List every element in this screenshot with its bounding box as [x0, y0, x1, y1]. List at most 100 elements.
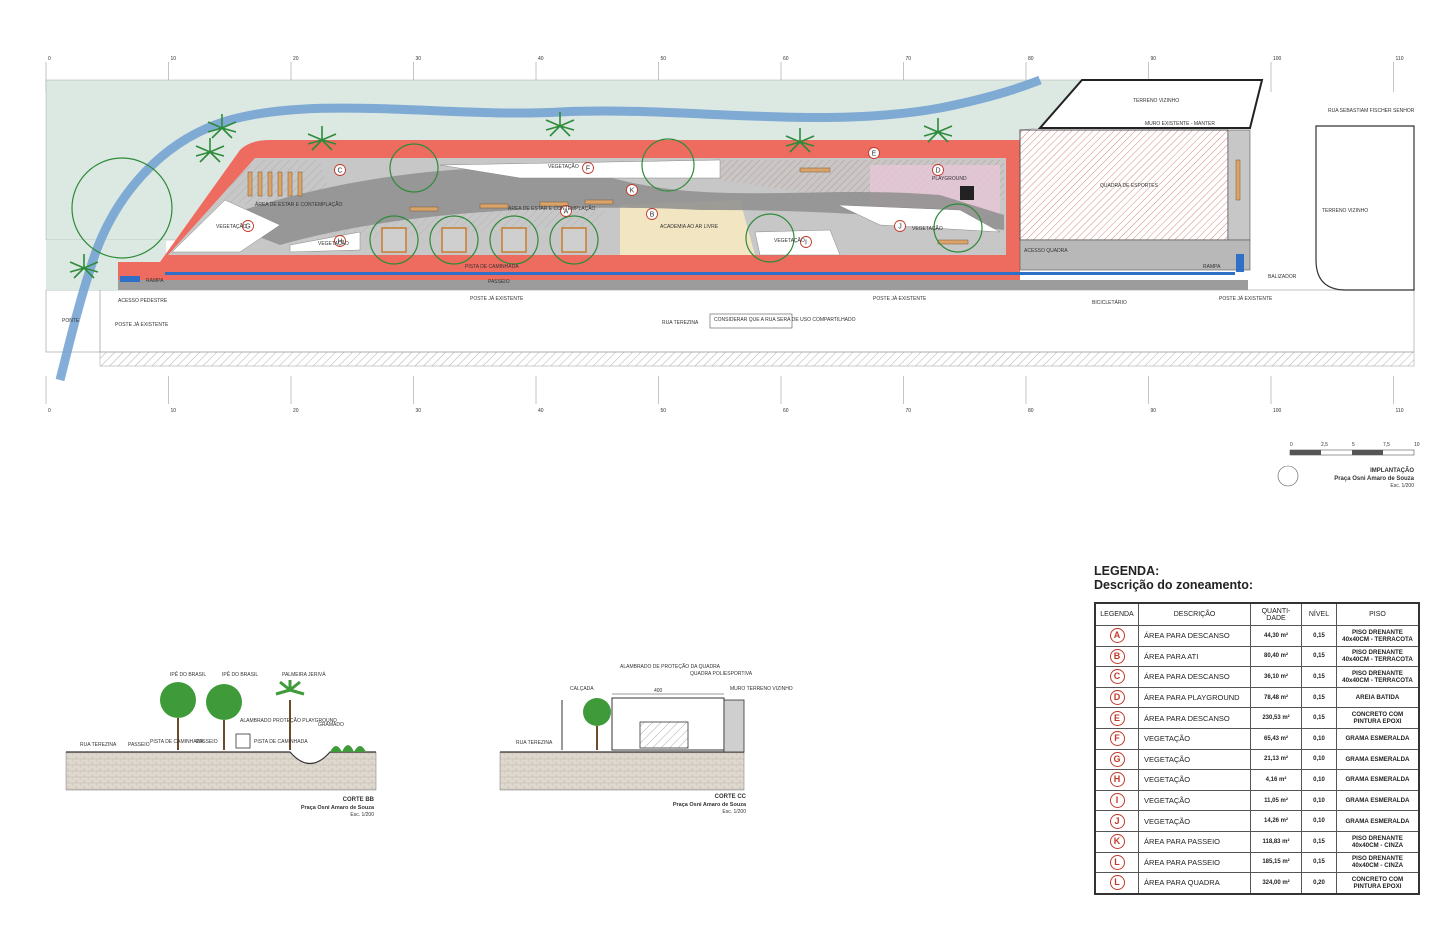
label-vegetacao-g: VEGETAÇÃO	[216, 223, 247, 230]
zone-description: ÁREA PARA DESCANSO	[1138, 707, 1251, 729]
label-rampa-1: RAMPA	[146, 278, 164, 284]
plan-labels: TERRENO VIZINHO TERRENO VIZINHO RUA SEBA…	[62, 98, 1415, 328]
zone-quantity: 78,48 m²	[1250, 686, 1302, 709]
benches	[247, 159, 1241, 245]
zone-quantity: 14,26 m²	[1250, 810, 1302, 832]
grid-label: 30	[416, 408, 422, 414]
zone-floor: PISO DRENANTE 40x40CM - CINZA	[1336, 851, 1420, 874]
bb-pista-2: PISTA DE CAMINHADA	[254, 739, 308, 745]
zone-marker-label: J	[898, 224, 902, 231]
label-passeio: PASSEIO	[488, 279, 510, 285]
implantacao-esc: Esc. 1/200	[1390, 483, 1414, 489]
implantacao-subtitle: Praça Osni Amaro de Souza	[1334, 476, 1414, 482]
zone-quantity: 185,15 m²	[1250, 851, 1302, 874]
zone-description: VEGETAÇÃO	[1138, 789, 1251, 812]
zone-level: 0,15	[1301, 625, 1337, 647]
section-cc: 400 ALAMBRADO DE PROTEÇÃO DA QUADRA QUAD…	[499, 663, 793, 815]
header-piso: PISO	[1336, 602, 1420, 626]
zone-floor: GRAMA ESMERALDA	[1336, 789, 1420, 812]
zone-code-cell: I	[1094, 789, 1139, 812]
label-balizador: BALIZADOR	[1268, 274, 1297, 280]
cc-quadra: QUADRA POLIESPORTIVA	[690, 671, 753, 677]
bb-passeio-2: PASSEIO	[196, 739, 218, 745]
label-muro: MURO EXISTENTE - MANTER	[1145, 121, 1215, 127]
zone-description: ÁREA PARA PASSEIO	[1138, 851, 1251, 874]
zone-marker-circle	[582, 162, 594, 174]
scale-tick-label: 5	[1352, 442, 1355, 448]
zone-floor: CONCRETO COM PINTURA EPOXI	[1336, 707, 1420, 729]
label-vegetacao-j: VEGETAÇÃO	[912, 225, 943, 232]
blue-strip	[165, 272, 1235, 275]
zone-code-cell: E	[1094, 707, 1139, 729]
zone-floor: AREIA BATIDA	[1336, 686, 1420, 709]
palm-trees	[69, 112, 953, 279]
bb-palmeira: PALMEIRA JERIVÁ	[282, 671, 326, 678]
zone-code-badge: J	[1109, 813, 1125, 829]
bb-pista: PISTA DE CAMINHADA	[150, 739, 204, 745]
zone-code-badge: L	[1109, 875, 1125, 891]
bb-gramado: GRAMADO	[318, 722, 344, 728]
zone-f-vegetation	[439, 159, 721, 179]
zone-marker-circle	[242, 220, 254, 232]
zone-floor: PISO DRENANTE 40x40CM - TERRACOTA	[1336, 666, 1420, 688]
grid-label: 50	[661, 56, 667, 62]
zone-marker-label: D	[935, 168, 940, 175]
label-pista: PISTA DE CAMINHADA	[465, 264, 519, 270]
zone-floor: GRAMA ESMERALDA	[1336, 810, 1420, 832]
label-ponte: PONTE	[62, 318, 80, 324]
cc-dim: 400	[654, 688, 663, 694]
grid-label: 100	[1273, 56, 1282, 62]
label-rua-sebastiam: RUA SEBASTIAM FISCHER SENHOR	[1328, 108, 1415, 114]
zone-code-badge: H	[1109, 772, 1125, 788]
passeio-sidewalk	[118, 280, 1248, 290]
zone-description: ÁREA PARA QUADRA	[1138, 872, 1251, 895]
zone-marker-circle	[334, 164, 346, 176]
zone-level: 0,10	[1301, 727, 1337, 750]
cc-calcada: CALÇADA	[570, 686, 594, 692]
cc-alambrado: ALAMBRADO DE PROTEÇÃO DA QUADRA	[620, 663, 721, 670]
zone-marker-label: G	[245, 224, 250, 231]
zone-code-cell: L	[1094, 872, 1139, 895]
implantacao-title: IMPLANTAÇÃO	[1370, 467, 1414, 474]
grid-label: 20	[293, 408, 299, 414]
zone-code-cell: A	[1094, 625, 1139, 647]
grid-label: 90	[1151, 56, 1157, 62]
bb-ipe-1: IPÊ DO BRASIL	[170, 670, 206, 678]
bb-rua: RUA TEREZINA	[80, 742, 117, 748]
zone-quantity: 4,16 m²	[1250, 769, 1302, 791]
grid-label: 10	[171, 408, 177, 414]
label-poste-2: POSTE JÁ EXISTENTE	[470, 295, 524, 302]
zone-quantity: 36,10 m²	[1250, 666, 1302, 688]
grid-label: 40	[538, 56, 544, 62]
scale-tick-label: 0	[1290, 442, 1293, 448]
zone-level: 0,15	[1301, 686, 1337, 709]
zone-description: VEGETAÇÃO	[1138, 748, 1251, 771]
grid-label: 40	[538, 408, 544, 414]
bb-ipe-2: IPÊ DO BRASIL	[222, 670, 258, 678]
zone-marker-circle	[626, 184, 638, 196]
zone-level: 0,10	[1301, 789, 1337, 812]
zone-level: 0,15	[1301, 666, 1337, 688]
zone-floor: CONCRETO COM PINTURA EPOXI	[1336, 872, 1420, 895]
grid-label: 80	[1028, 56, 1034, 62]
zone-code-cell: D	[1094, 686, 1139, 709]
zoning-table-header: LEGENDA DESCRIÇÃO QUANTI-DADE NÍVEL PISO	[1094, 602, 1420, 626]
considerar-box	[709, 313, 793, 329]
grid-label: 110	[1396, 408, 1404, 414]
label-considerar: CONSIDERAR QUE A RUA SERÁ DE USO COMPART…	[714, 316, 856, 323]
grid-label: 60	[783, 56, 789, 62]
zone-marker-circle	[646, 208, 658, 220]
label-bicicletario: BICICLETÁRIO	[1092, 299, 1127, 306]
terreno-vizinho-right	[1315, 125, 1415, 291]
label-rua-tereziana: RUA TEREZINA	[662, 320, 699, 326]
label-poste-3: POSTE JÁ EXISTENTE	[873, 295, 927, 302]
zone-marker-label: B	[650, 212, 655, 219]
